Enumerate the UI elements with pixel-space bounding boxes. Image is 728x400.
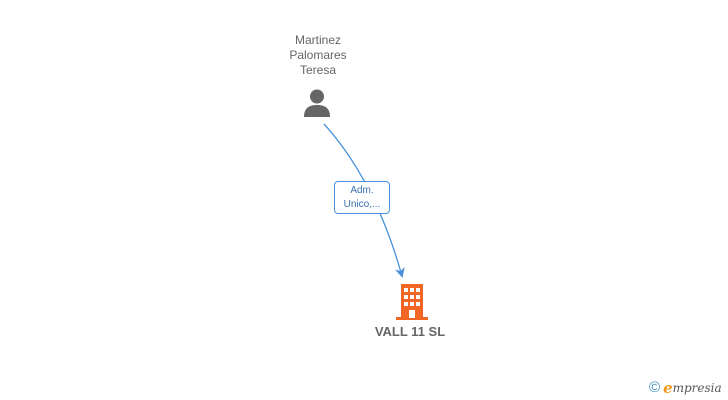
person-name-line: Teresa xyxy=(299,63,337,77)
role-badge[interactable]: Adm. Unico,... xyxy=(334,181,390,214)
person-name-line: Palomares xyxy=(289,48,347,62)
copyright-icon: © xyxy=(649,379,661,396)
person-icon[interactable] xyxy=(302,88,332,118)
brand-name: mpresia xyxy=(672,381,722,395)
role-line: Unico,... xyxy=(343,199,381,210)
company-name[interactable]: VALL 11 SL xyxy=(374,324,446,339)
brand-logo[interactable]: © e mpresia xyxy=(649,379,722,397)
building-icon[interactable] xyxy=(396,284,428,320)
person-name-line: Martinez xyxy=(294,33,341,47)
brand-initial: e xyxy=(663,379,673,397)
person-name[interactable]: Martinez Palomares Teresa xyxy=(258,33,378,78)
role-line: Adm. xyxy=(350,185,374,196)
